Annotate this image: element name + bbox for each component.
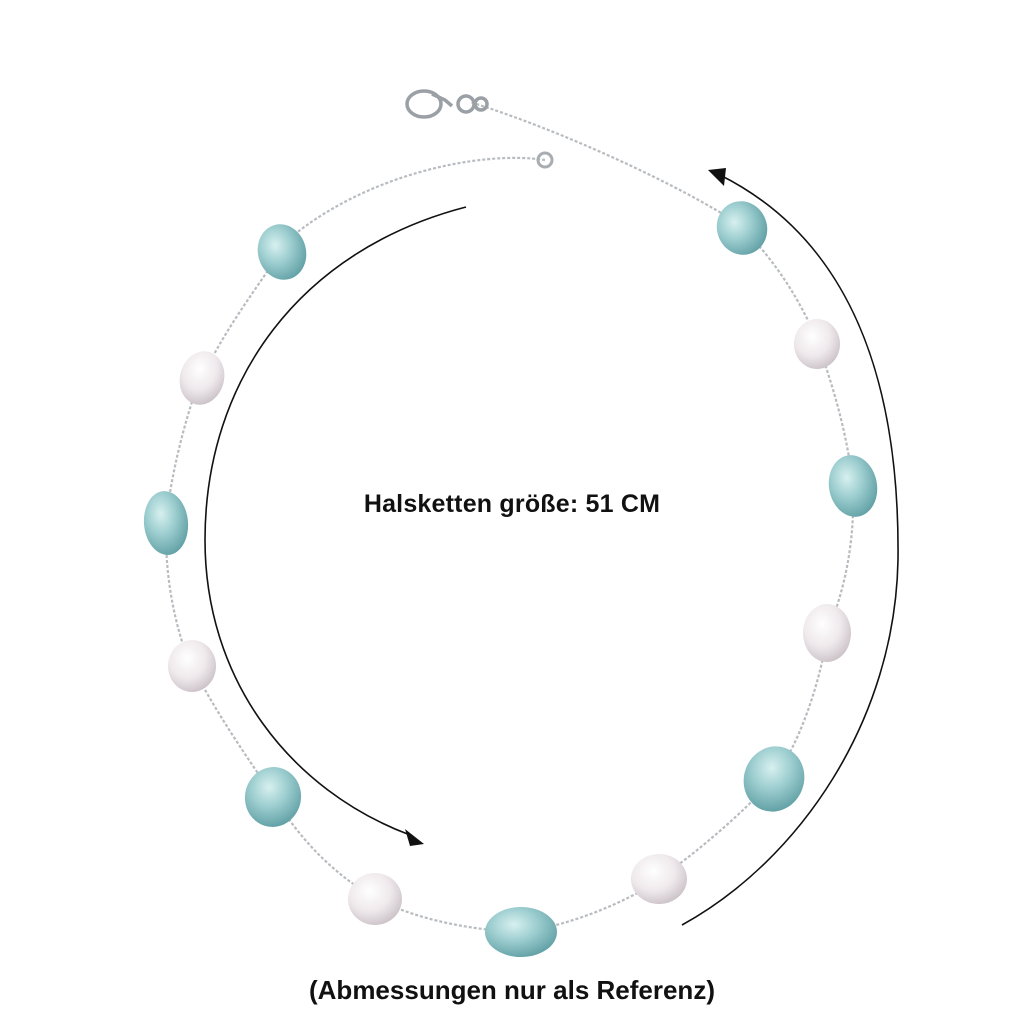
chain-end-ring — [536, 151, 554, 169]
reference-note: (Abmessungen nur als Referenz) — [309, 975, 715, 1005]
pearl-bead — [348, 873, 402, 925]
larimar-bead — [828, 455, 878, 517]
pearl-bead — [794, 319, 840, 369]
larimar-stones — [143, 201, 878, 957]
arrowhead-icon — [405, 829, 424, 846]
larimar-bead — [143, 491, 189, 555]
necklace-size-label: Halsketten größe: 51 CM — [363, 490, 661, 518]
larimar-bead — [485, 907, 557, 957]
pearls — [168, 319, 851, 925]
chain-segment — [281, 156, 546, 246]
pearl-bead — [631, 854, 687, 904]
pearl-bead — [179, 351, 225, 405]
larimar-bead — [716, 201, 768, 255]
measurement-arrows — [204, 174, 899, 926]
lobster-clasp-icon — [405, 89, 489, 119]
larimar-bead — [244, 767, 302, 827]
left-measure-arc — [204, 206, 467, 836]
larimar-bead — [257, 224, 307, 280]
arrowhead-icon — [708, 168, 726, 186]
pearl-bead — [168, 640, 216, 692]
larimar-bead — [743, 746, 805, 812]
chain-segment — [469, 100, 743, 227]
pearl-bead — [803, 604, 851, 662]
right-measure-arc — [681, 174, 899, 926]
